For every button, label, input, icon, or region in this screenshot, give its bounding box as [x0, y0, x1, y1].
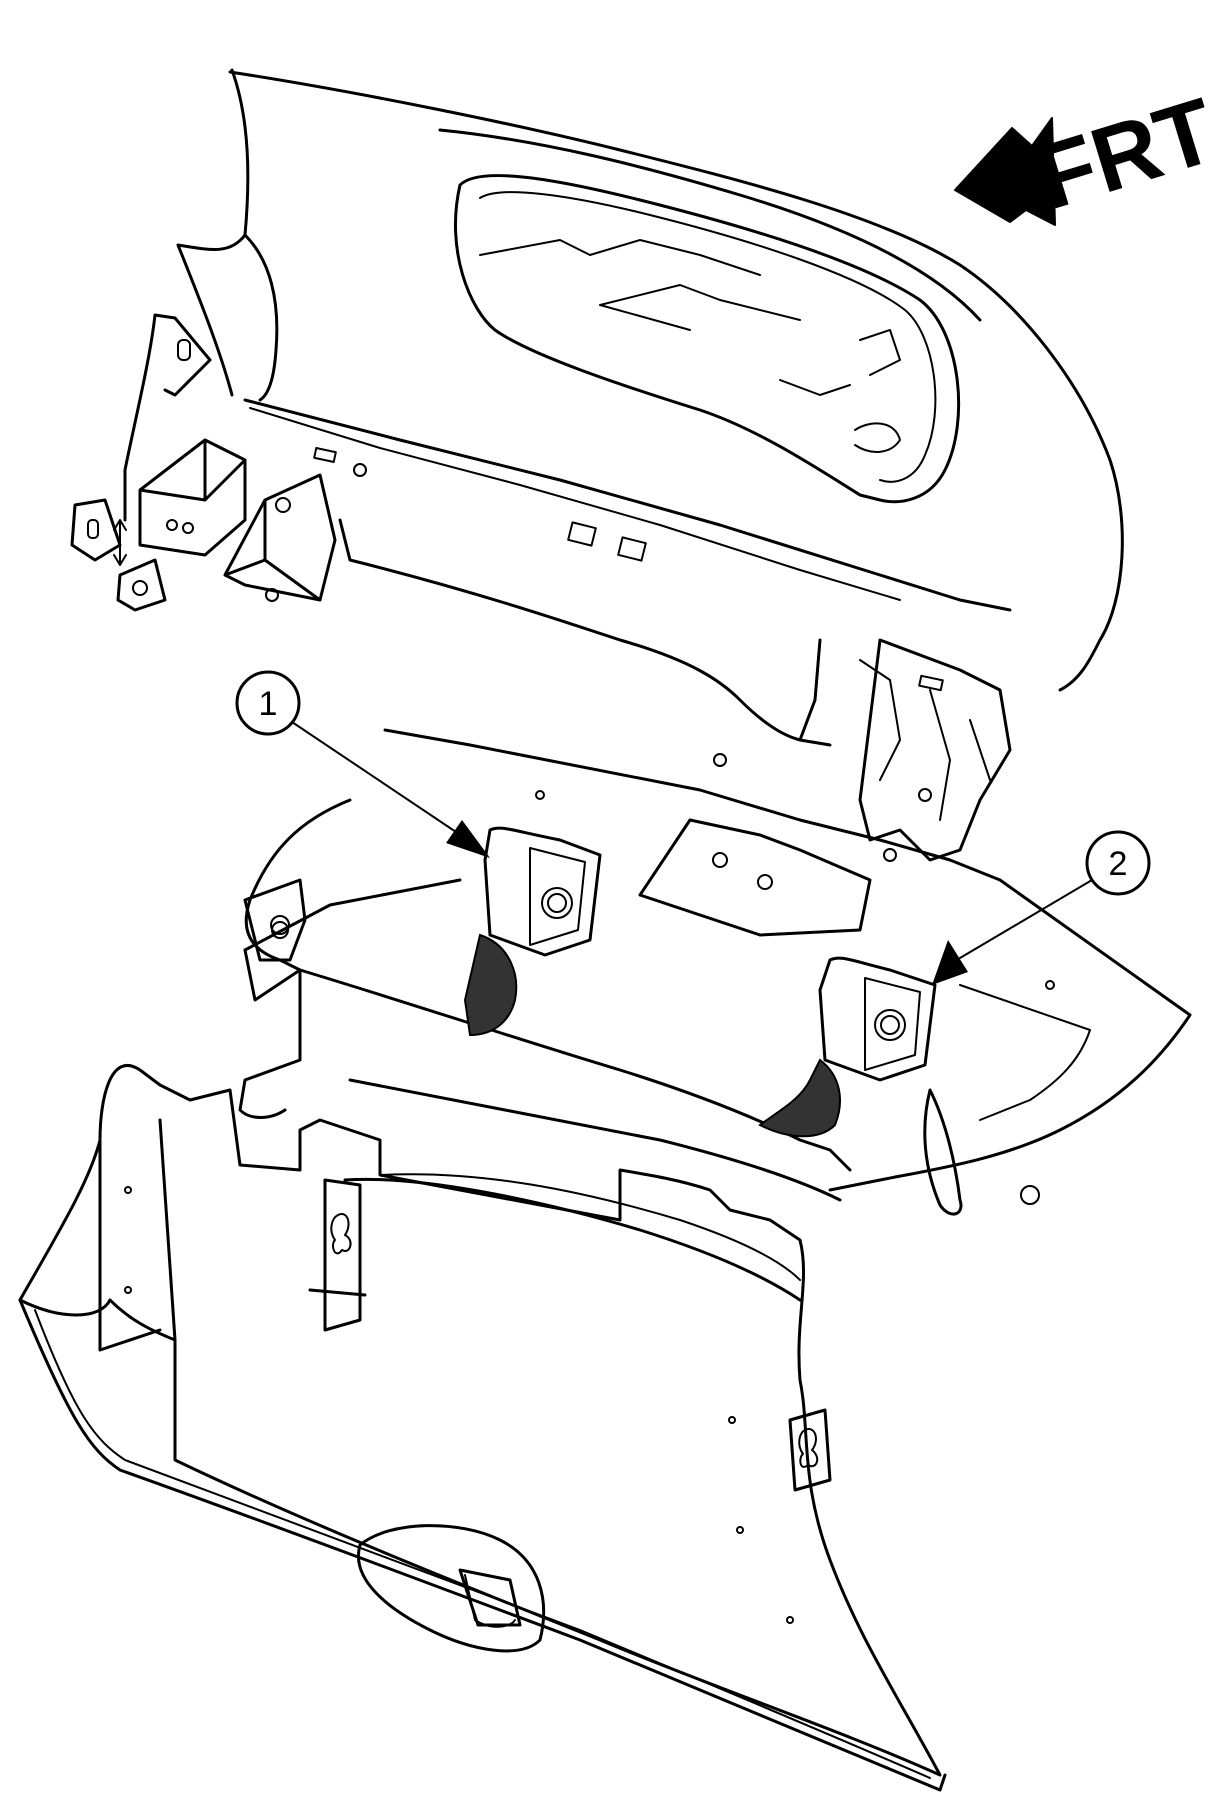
left-bracket-box: [138, 438, 247, 557]
beam-slot-1: [313, 447, 337, 463]
callout-2-number: 2: [1109, 845, 1128, 883]
glove-box-right-flange: [828, 878, 1192, 1192]
door-handle-recess: [357, 1524, 546, 1653]
left-bracket-plate: [123, 313, 212, 522]
dash-lower-beam: [243, 398, 1012, 612]
door-left-pocket: [98, 1118, 177, 1352]
callout-1-arrowhead-icon: [446, 820, 490, 858]
center-bracket: [223, 473, 337, 602]
left-wall-tab: [243, 878, 307, 962]
center-tab-hole-b: [757, 874, 773, 890]
door-left-hole-1: [124, 1186, 132, 1194]
front-label: FRT: [1026, 79, 1223, 229]
left-bracket-slot: [177, 339, 191, 361]
callout-2-circle: [1085, 830, 1151, 896]
door-left-hole-2: [124, 1286, 132, 1294]
right-bracket-body: [858, 638, 1012, 862]
left-bracket-foot: [116, 558, 167, 612]
right-bracket-hole-a: [918, 788, 932, 802]
striker-1-outer: [483, 826, 602, 957]
left-tab-slot: [87, 519, 99, 539]
glove-box-top-strip: [383, 728, 1002, 882]
glove-box-bin-rear-wall: [298, 968, 852, 1172]
callout-2-leader: [959, 879, 1093, 959]
storage-opening: [454, 174, 961, 504]
dash-left-end-cap: [230, 68, 279, 402]
striker-2-bolt-inner: [880, 1015, 900, 1035]
striker-2-face: [864, 977, 921, 1071]
glove-box-right-flange-inner: [959, 984, 1091, 1121]
dash-front-ledge: [338, 518, 832, 747]
door-left-latch-icon: [330, 1213, 352, 1255]
door-right-hole-1: [728, 1416, 736, 1424]
storage-opening-outer: [454, 174, 961, 504]
center-tab-hole-a: [712, 852, 728, 868]
left-upper-hole: [270, 915, 290, 935]
left-bracket-tab: [70, 498, 122, 562]
dash-lower-beam-lip: [249, 407, 901, 601]
door-inner-rim: [379, 1173, 801, 1281]
storage-opening-inner: [479, 191, 937, 483]
glove-box-center-tab: [638, 818, 872, 937]
left-mounting-bracket: [70, 313, 727, 767]
center-bracket-foot-hole: [265, 588, 279, 602]
door-right-latch-icon: [798, 1428, 819, 1468]
glove-box-bin-floor: [348, 1078, 842, 1202]
striker-bracket-2: [758, 956, 937, 1138]
striker-1-bolt: [541, 887, 573, 919]
callout-1: 1: [235, 670, 490, 858]
left-box-hole-b: [182, 522, 194, 534]
callout-2-arrowhead-icon: [932, 940, 968, 985]
left-upper-flange: [243, 878, 462, 1002]
front-arrow-icon: [954, 117, 1056, 226]
callout-1-leader: [291, 721, 466, 839]
top-strip-hole: [535, 790, 545, 800]
striker-2-bolt: [874, 1009, 906, 1041]
callout-2: 2: [932, 830, 1151, 985]
left-bracket-arrows: [113, 519, 127, 566]
door-right-hole-2: [736, 1526, 744, 1534]
beam-hole-2: [713, 753, 727, 767]
callout-1-circle: [235, 670, 301, 736]
striker-1-bolt-inner: [547, 893, 567, 913]
glove-box-assembly: [18, 728, 1192, 1792]
right-bracket-hole-b: [883, 848, 897, 862]
right-flange-hole: [1020, 1185, 1040, 1205]
door-left-latch-bar: [308, 1288, 367, 1297]
right-bracket-rib: [859, 659, 991, 821]
dash-inner-contour: [438, 128, 982, 322]
door-right-latch-frame: [788, 1408, 832, 1492]
striker-1-base: [463, 933, 518, 1037]
door-top-arc: [343, 1177, 802, 1302]
door-right-hole-3: [786, 1616, 794, 1624]
door-bottom-edge: [18, 1298, 947, 1792]
beam-square-2: [617, 536, 647, 562]
door-outer-panel: [18, 1063, 942, 1777]
left-foot-hole: [132, 580, 148, 596]
dash-left-fold: [176, 233, 247, 397]
striker-1-face: [529, 847, 586, 946]
door-bottom-lip: [34, 1309, 931, 1779]
dash-outer-contour: [228, 70, 1124, 692]
left-box-hole-a: [166, 519, 178, 531]
striker-2-base: [758, 1058, 841, 1138]
right-flange-tab: [923, 1088, 963, 1216]
striker-bracket-1: [463, 826, 602, 1037]
beam-square-1: [567, 521, 597, 547]
center-bracket-hole: [275, 497, 291, 513]
front-direction-indicator: FRT: [954, 79, 1223, 229]
right-flange-pin: [1045, 980, 1055, 990]
right-bracket-slot: [918, 674, 944, 692]
door-left-latch-frame: [323, 1178, 362, 1332]
glove-box-door: [18, 1063, 947, 1792]
right-mounting-bracket: [858, 638, 1012, 862]
callout-1-number: 1: [259, 685, 278, 723]
glove-box-bin-left-wall: [238, 798, 352, 1119]
instrument-panel: [70, 68, 1124, 862]
storage-shelf-lines: [479, 239, 901, 453]
beam-hole-1: [353, 463, 367, 477]
door-handle-lever: [458, 1568, 522, 1627]
